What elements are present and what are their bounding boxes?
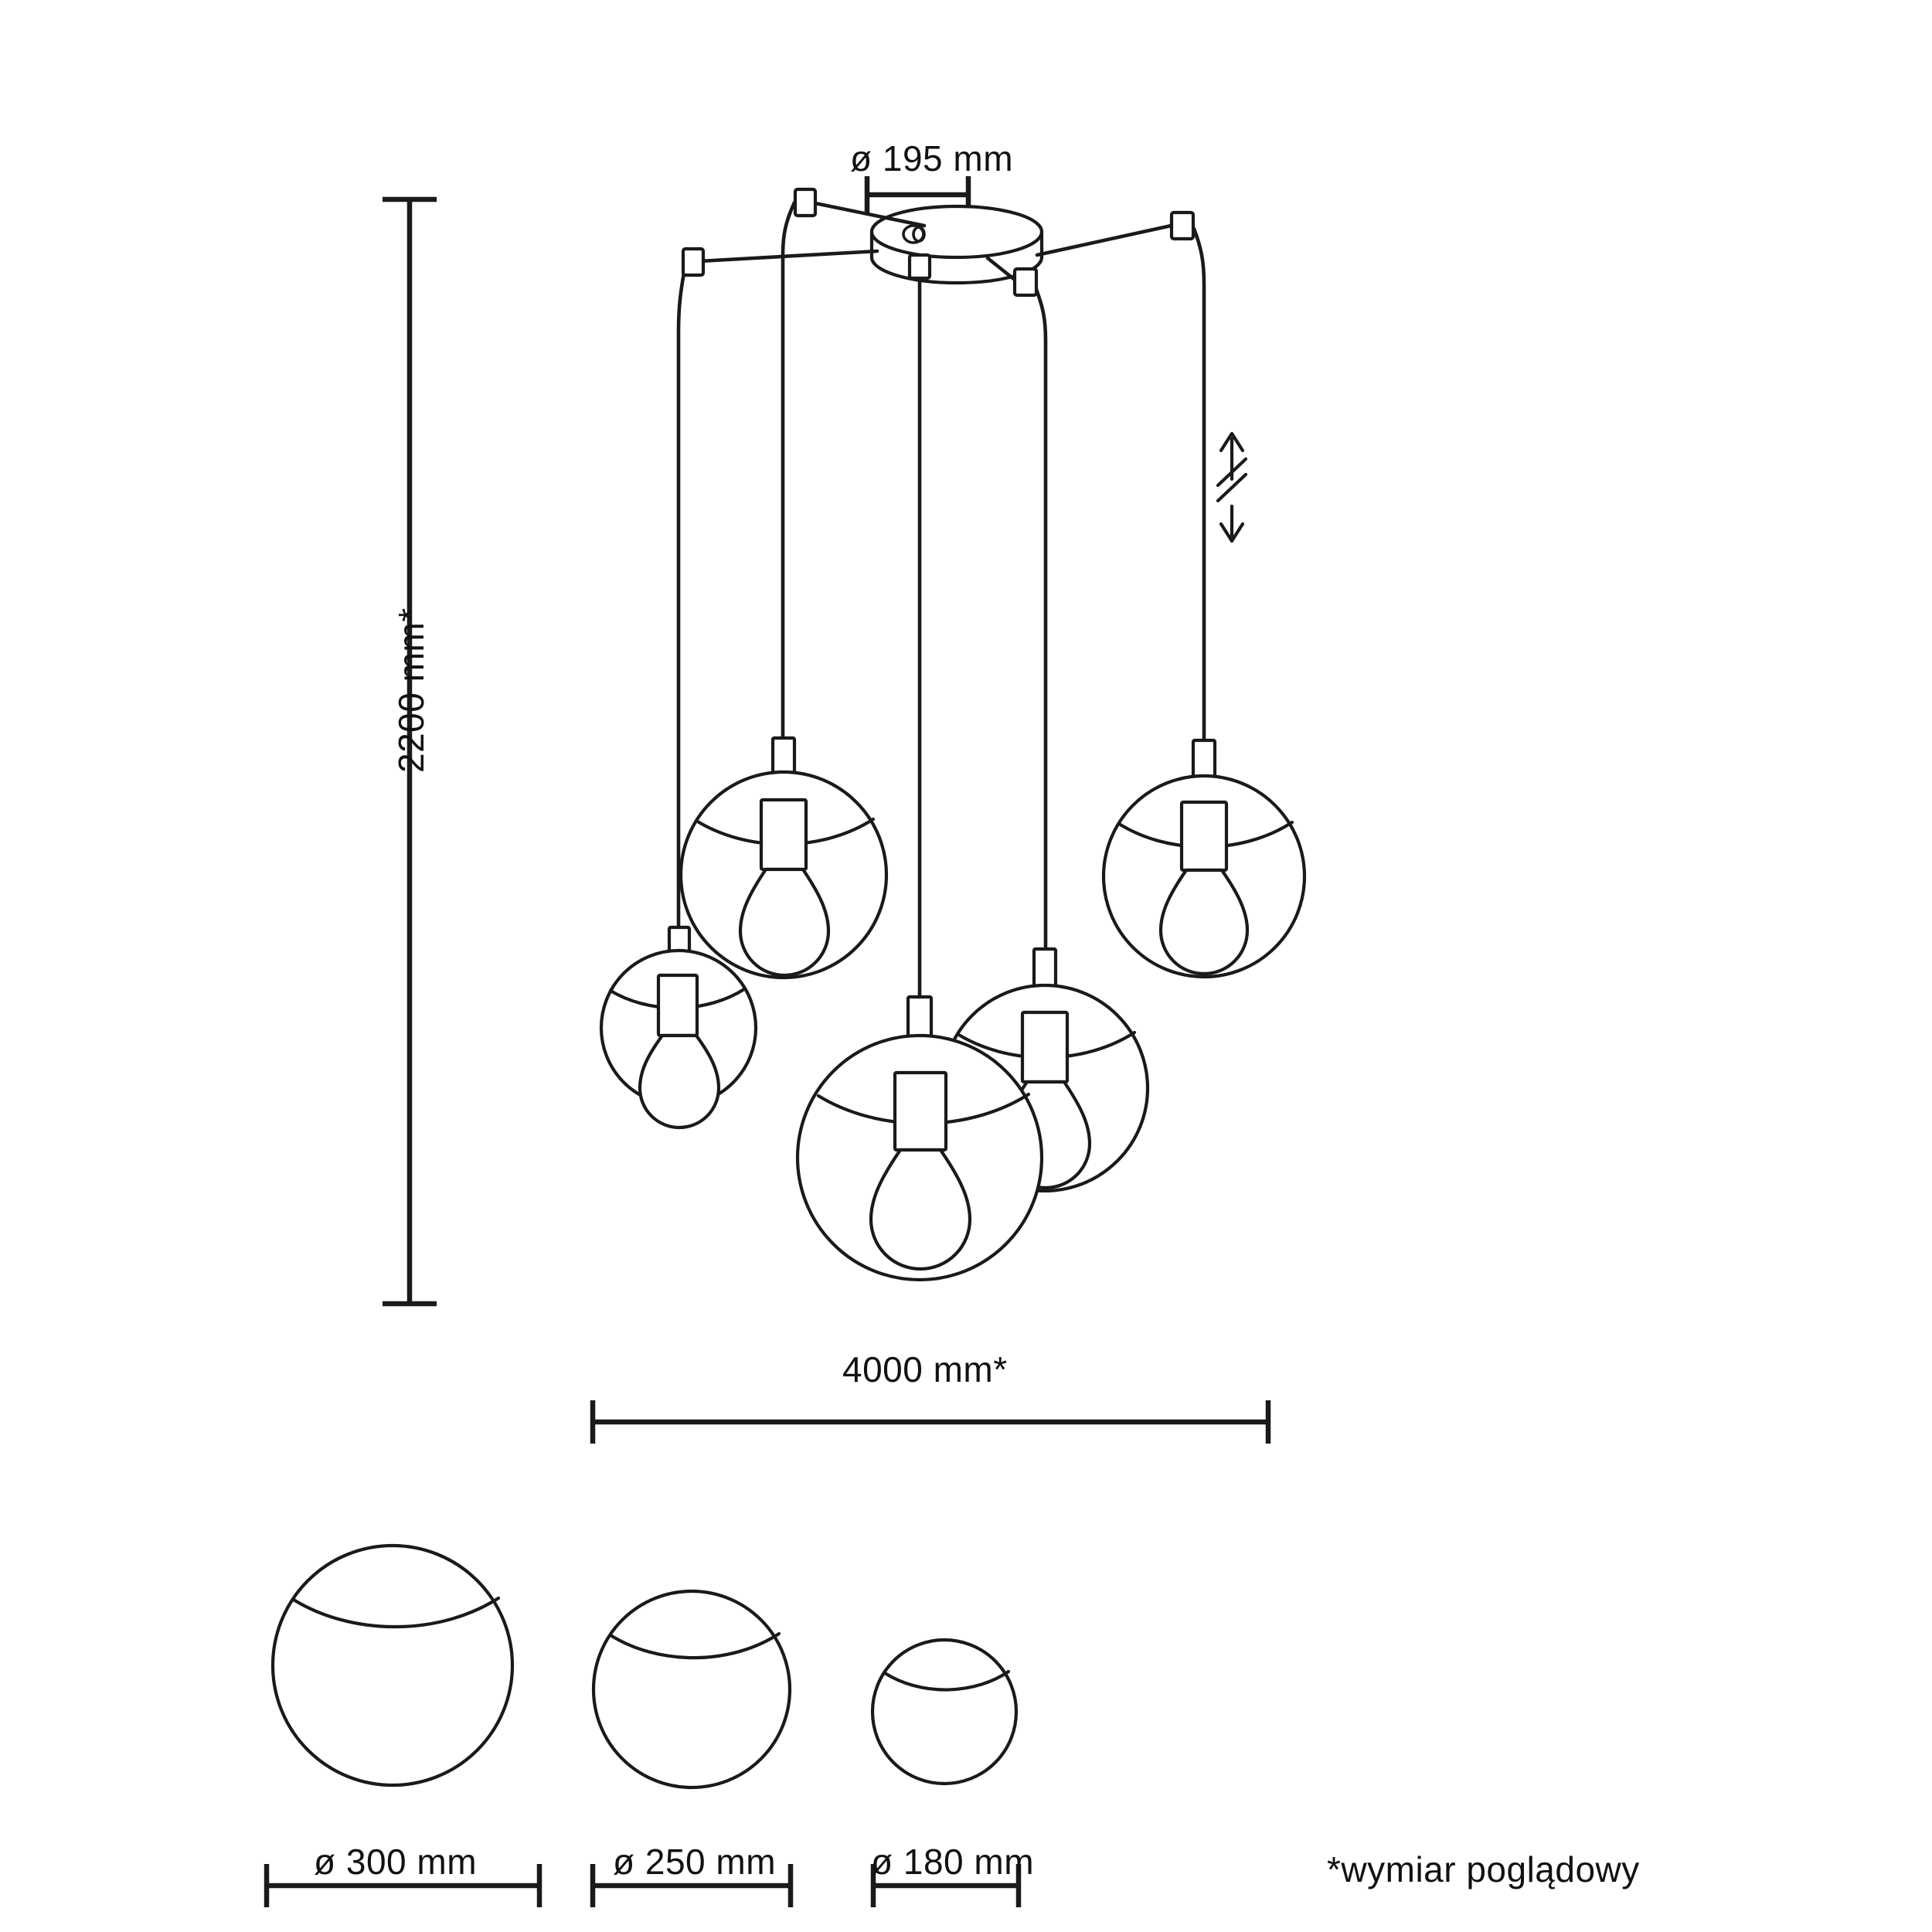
footnote-approximate-dimension: *wymiar poglądowy (1327, 1849, 1640, 1889)
label-canopy-diameter: ø 195 mm (850, 138, 1014, 179)
legend-globe-300 (264, 1543, 543, 1907)
globe-lamp-5 (795, 995, 1044, 1282)
cable-assembly-4 (985, 256, 1048, 984)
dimension-height-2200 (383, 196, 437, 1307)
dimension-width-4000 (590, 1400, 1271, 1444)
globe-lamp-2 (679, 736, 889, 980)
label-legend-globe-300: ø 300 mm (314, 1842, 478, 1882)
ceiling-canopy (869, 204, 1044, 285)
globe-lamp-4 (1101, 738, 1307, 979)
cable-assembly-2 (781, 187, 927, 740)
adjustable-length-icon (1216, 431, 1248, 543)
cable-assembly-3 (907, 253, 932, 999)
legend-globe-250 (590, 1589, 794, 1907)
legend-globe-180 (870, 1638, 1022, 1907)
label-total-height: 2200 mm* (391, 607, 431, 773)
label-legend-globe-250: ø 250 mm (613, 1842, 777, 1882)
cable-assembly-1 (676, 247, 879, 967)
label-legend-globe-180: ø 180 mm (871, 1842, 1035, 1882)
cable-assembly-5 (1035, 210, 1206, 744)
globe-lamp-1 (599, 925, 758, 1130)
label-total-width: 4000 mm* (842, 1349, 1008, 1389)
